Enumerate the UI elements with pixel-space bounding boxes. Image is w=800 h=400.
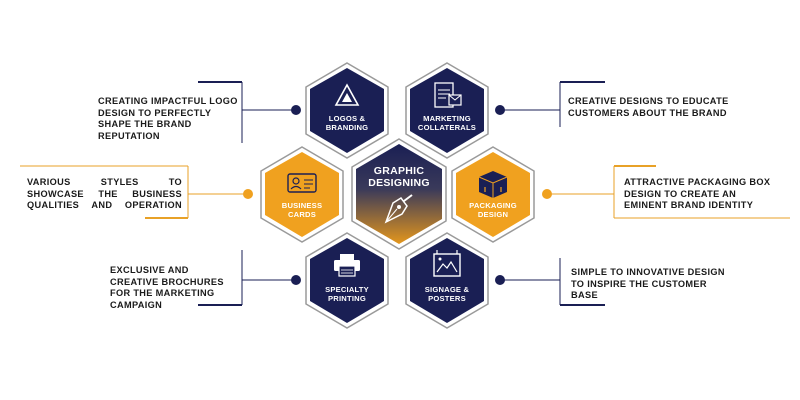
- hex-marketing-label-1: MARKETING: [423, 114, 471, 123]
- hex-signage-posters: SIGNAGE & POSTERS: [405, 232, 489, 329]
- marketing-sheet-icon: [434, 82, 462, 108]
- description-logos: CREATING IMPACTFUL LOGO DESIGN TO PERFEC…: [98, 96, 238, 141]
- hex-logos-label-1: LOGOS &: [329, 114, 366, 123]
- connector-business: [20, 165, 253, 219]
- printer-icon: [334, 254, 360, 277]
- hex-printing-label-2: PRINTING: [328, 294, 366, 303]
- hex-marketing-label-2: COLLATERALS: [418, 123, 476, 132]
- logo-triangle-icon: [334, 83, 360, 106]
- connector-logos: [198, 81, 301, 143]
- hex-logos-branding: LOGOS & BRANDING: [305, 62, 389, 159]
- hex-business-cards: BUSINESS CARDS: [260, 146, 344, 243]
- description-printing: EXCLUSIVE AND CREATIVE BROCHURES FOR THE…: [110, 265, 224, 310]
- hex-marketing-collaterals: MARKETING COLLATERALS: [405, 62, 489, 159]
- hex-packaging-label-2: DESIGN: [478, 210, 508, 219]
- center-title-2: DESIGNING: [368, 177, 430, 189]
- hex-packaging-label-1: PACKAGING: [469, 201, 517, 210]
- pen-nib-icon: [384, 194, 413, 224]
- poster-signage-icon: [433, 250, 461, 277]
- hex-packaging-design: PACKAGING DESIGN: [451, 146, 535, 243]
- hex-business-label-1: BUSINESS: [282, 201, 322, 210]
- description-business-cards: VARIOUS STYLES TO SHOWCASE THE BUSINESS …: [27, 177, 182, 210]
- hex-printing-label-1: SPECIALTY: [325, 285, 369, 294]
- connector-marketing: [495, 81, 605, 127]
- hex-business-label-2: CARDS: [288, 210, 316, 219]
- description-packaging: ATTRACTIVE PACKAGING BOX DESIGN TO CREAT…: [624, 177, 771, 210]
- hex-specialty-printing: SPECIALTY PRINTING: [305, 232, 389, 329]
- id-card-icon: [287, 173, 317, 193]
- center-title-1: GRAPHIC: [374, 165, 425, 177]
- hex-logos-label-2: BRANDING: [326, 123, 369, 132]
- hex-graphic-designing: GRAPHIC DESIGNING: [351, 138, 447, 250]
- description-signage: SIMPLE TO INNOVATIVE DESIGN TO INSPIRE T…: [571, 267, 725, 300]
- description-marketing: CREATIVE DESIGNS TO EDUCATE CUSTOMERS AB…: [568, 96, 729, 118]
- hex-signage-label-1: SIGNAGE &: [425, 285, 470, 294]
- connector-signage: [495, 258, 605, 306]
- hex-signage-label-2: POSTERS: [428, 294, 466, 303]
- connector-printing: [198, 250, 301, 306]
- package-box-icon: [478, 171, 508, 198]
- connector-packaging: [542, 165, 790, 219]
